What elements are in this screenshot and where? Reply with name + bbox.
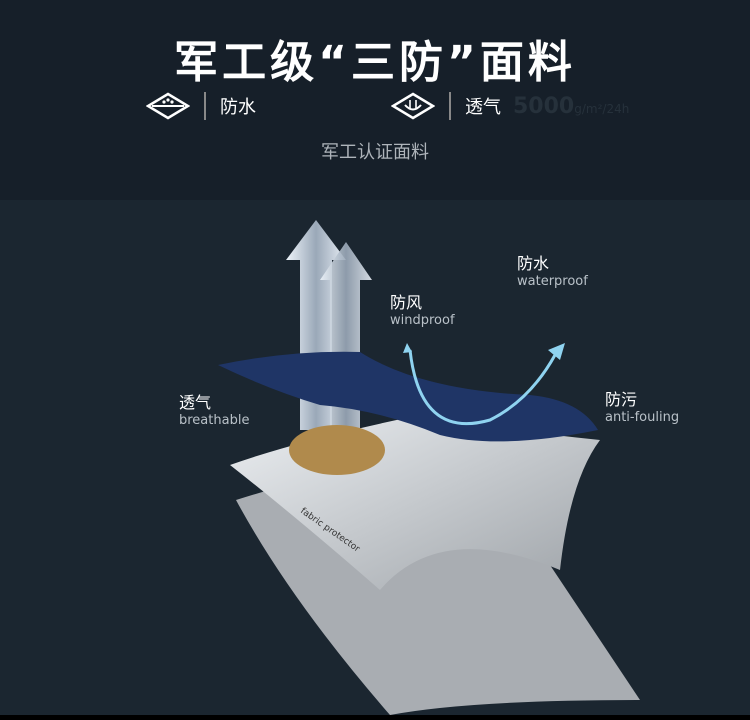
unit: g/m²/24h: [574, 101, 630, 116]
breathable-diamond-icon: [391, 92, 435, 120]
waterproof-diamond-icon: [146, 92, 190, 120]
arrow-head: [548, 343, 565, 360]
en: waterproof: [517, 274, 588, 289]
zh: 防污: [605, 390, 638, 409]
feature-label: 防水: [220, 97, 256, 118]
protector-patch: [289, 425, 385, 475]
zh: 防风: [390, 293, 423, 312]
en: anti-fouling: [605, 410, 680, 425]
arrow-head: [403, 343, 412, 353]
feature-breathable: 透气 5000g/m²/24h: [391, 92, 629, 120]
en: breathable: [179, 413, 250, 428]
bottom-strip: [0, 715, 750, 720]
zh: 防水: [517, 254, 550, 273]
feature-label: 透气: [465, 97, 501, 118]
fabric-outer-layer: [218, 351, 598, 442]
subtitle: 军工认证面料: [321, 142, 429, 163]
fabric-layers-illustration: fabric protector: [218, 220, 640, 715]
faint-value: 5000g/m²/24h: [513, 94, 629, 119]
feature-waterproof: 防水: [146, 92, 256, 120]
waterproof-arrow: [408, 349, 557, 426]
page-title: 军工级“三防”面料: [174, 37, 576, 88]
divider: [204, 92, 206, 120]
value: 5000: [513, 93, 575, 119]
divider: [449, 92, 451, 120]
zh: 透气: [179, 393, 212, 412]
en: windproof: [390, 313, 455, 328]
header-panel: [0, 0, 750, 200]
